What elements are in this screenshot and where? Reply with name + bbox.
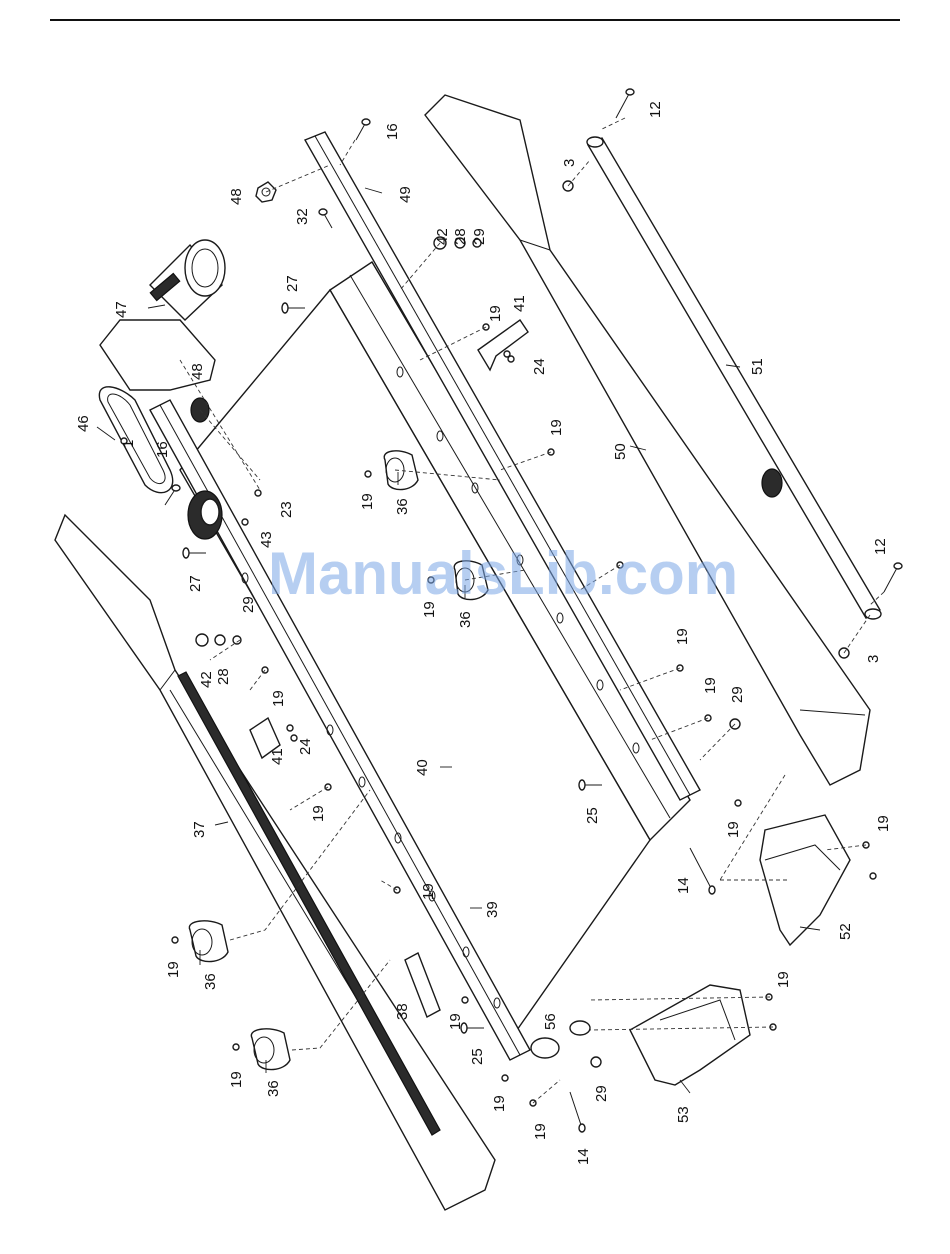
callout-46: 46 (75, 415, 92, 432)
callout-19l: 19 (165, 961, 182, 978)
callout-25b: 25 (469, 1048, 486, 1065)
callout-19m: 19 (775, 971, 792, 988)
callout-52: 52 (837, 923, 854, 940)
callout-49: 49 (397, 186, 414, 203)
bolt-12b (884, 563, 902, 592)
callout-38: 38 (394, 1003, 411, 1020)
callout-42b: 42 (198, 671, 215, 688)
callout-56: 56 (542, 1013, 559, 1030)
callout-24a: 24 (531, 358, 548, 375)
callout-19h: 19 (310, 805, 327, 822)
callout-40: 40 (414, 759, 431, 776)
foot-36d (251, 1029, 290, 1070)
callout-41b: 41 (269, 748, 286, 765)
callout-19q: 19 (532, 1123, 549, 1140)
callout-48b: 48 (189, 363, 206, 380)
callout-36a: 36 (394, 498, 411, 515)
front-roller-56 (531, 1021, 590, 1058)
flywheel-43 (188, 491, 222, 539)
callout-51: 51 (749, 358, 766, 375)
callout-19f: 19 (270, 690, 287, 707)
callout-53: 53 (675, 1106, 692, 1123)
callout-29d: 29 (593, 1085, 610, 1102)
callout-36b: 36 (457, 611, 474, 628)
callout-27a: 27 (284, 275, 301, 292)
nut-29d (591, 1057, 601, 1067)
callout-16a: 16 (384, 123, 401, 140)
callout-19p: 19 (491, 1095, 508, 1112)
callout-23: 23 (278, 501, 295, 518)
callout-47: 47 (113, 301, 130, 318)
callout-19a: 19 (487, 305, 504, 322)
rear-guard-53 (630, 985, 750, 1085)
callout-25a: 25 (584, 807, 601, 824)
callout-3b: 3 (865, 655, 882, 663)
bolt-14b (570, 1092, 585, 1132)
callout-29c: 29 (729, 686, 746, 703)
bolt-25b (461, 1023, 484, 1033)
callout-19k: 19 (420, 883, 437, 900)
callout-37: 37 (191, 821, 208, 838)
callout-42a: 42 (434, 228, 451, 245)
callout-50: 50 (612, 443, 629, 460)
callout-41a: 41 (511, 295, 528, 312)
callout-3a: 3 (561, 159, 578, 167)
callout-12a: 12 (647, 101, 664, 118)
callout-19c: 19 (359, 493, 376, 510)
callout-1: 1 (120, 440, 137, 448)
callout-36d: 36 (265, 1080, 282, 1097)
callout-19n: 19 (447, 1013, 464, 1030)
callout-29b: 29 (240, 596, 257, 613)
callout-12b: 12 (872, 538, 889, 555)
bolt-27b (183, 548, 206, 558)
callout-19i: 19 (725, 821, 742, 838)
callout-32: 32 (294, 208, 311, 225)
callout-19b: 19 (548, 419, 565, 436)
callout-19g: 19 (702, 677, 719, 694)
bolt-32 (319, 209, 332, 228)
callout-19e: 19 (674, 628, 691, 645)
foot-36c (189, 921, 228, 962)
bolt-12a (616, 89, 634, 118)
callout-19j: 19 (875, 815, 892, 832)
callout-27b: 27 (187, 575, 204, 592)
callout-24b: 24 (297, 738, 314, 755)
callout-14b: 14 (575, 1148, 592, 1165)
callout-14a: 14 (675, 877, 692, 894)
watermark: ManualsLib.com (268, 540, 738, 607)
callout-16b: 16 (154, 441, 171, 458)
callout-19o: 19 (228, 1071, 245, 1088)
bolt-14a (690, 848, 715, 894)
callout-36c: 36 (202, 973, 219, 990)
bolt-27a (282, 303, 305, 313)
bolt-16a (356, 119, 370, 140)
callout-39: 39 (484, 901, 501, 918)
callout-48a: 48 (228, 188, 245, 205)
callout-29a: 29 (471, 228, 488, 245)
foot-36a (384, 451, 418, 490)
callout-28b: 28 (215, 668, 232, 685)
callout-28a: 28 (452, 228, 469, 245)
